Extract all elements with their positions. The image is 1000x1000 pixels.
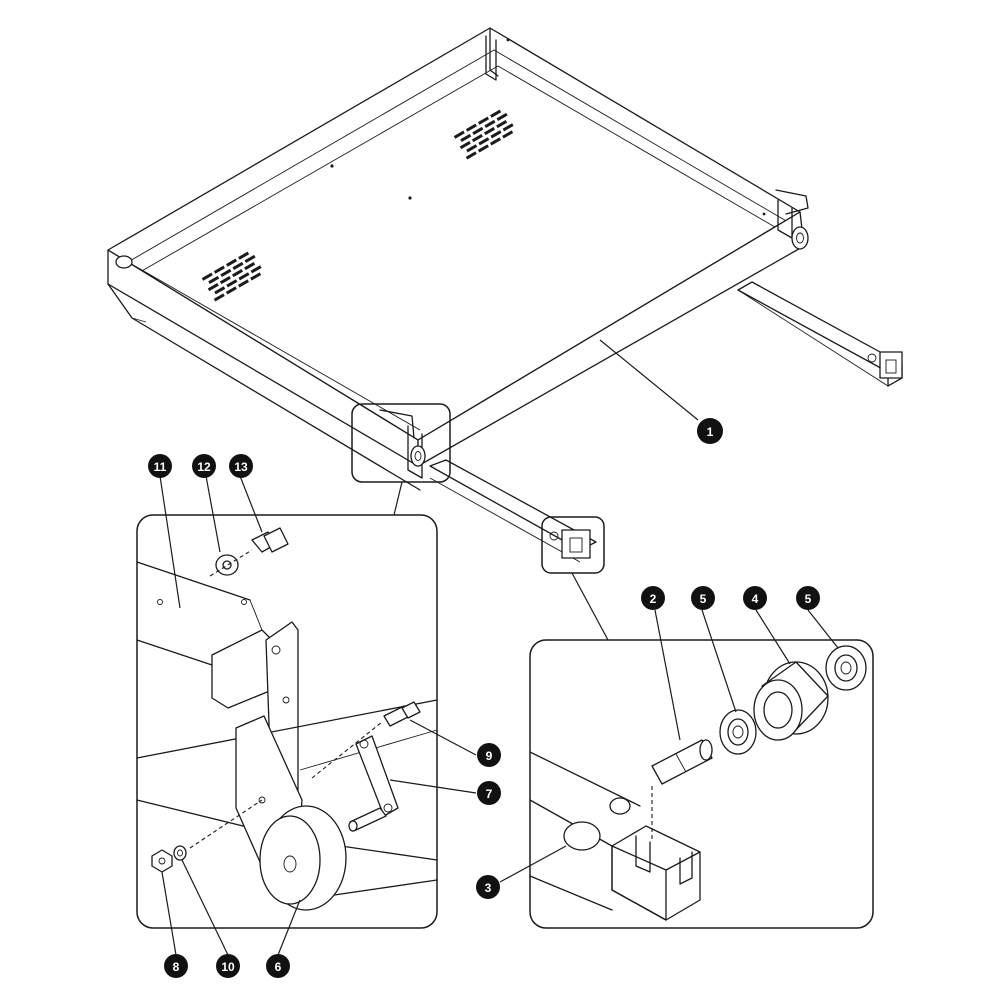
rail-left (429, 459, 597, 563)
svg-text:5: 5 (805, 592, 812, 606)
callout-12: 12 (192, 454, 216, 478)
callout-1: 1 (697, 418, 723, 444)
svg-text:3: 3 (485, 881, 492, 895)
svg-text:11: 11 (154, 460, 167, 474)
leader-lines (159, 339, 839, 956)
svg-text:8: 8 (173, 960, 180, 974)
callout-4: 4 (743, 586, 767, 610)
callout-9: 9 (477, 743, 501, 767)
callout-6: 6 (266, 954, 290, 978)
tray-assembly (107, 27, 809, 491)
detail-box-hinge (351, 403, 451, 483)
callout-8: 8 (164, 954, 188, 978)
callout-5-left: 5 (691, 586, 715, 610)
callout-7: 7 (477, 781, 501, 805)
detail-box-rail-end (541, 516, 605, 574)
callout-13: 13 (229, 454, 253, 478)
callout-11: 11 (148, 454, 172, 478)
detail-panel-hinge (136, 514, 438, 929)
svg-text:13: 13 (234, 460, 248, 474)
svg-text:4: 4 (752, 592, 759, 606)
svg-text:1: 1 (707, 425, 714, 439)
callout-10: 10 (216, 954, 240, 978)
rail-right (737, 281, 903, 387)
svg-text:10: 10 (221, 960, 235, 974)
callout-2: 2 (641, 586, 665, 610)
svg-text:5: 5 (700, 592, 707, 606)
svg-text:9: 9 (486, 749, 493, 763)
callout-5-right: 5 (796, 586, 820, 610)
hinge-bracket (379, 409, 426, 479)
detail-panel-rail-end (529, 639, 874, 929)
vent-slots-right (453, 109, 514, 160)
svg-text:6: 6 (275, 960, 282, 974)
svg-text:12: 12 (197, 460, 211, 474)
svg-text:2: 2 (650, 592, 657, 606)
callout-3: 3 (476, 875, 500, 899)
svg-text:7: 7 (486, 787, 493, 801)
vent-slots-left (201, 251, 262, 302)
